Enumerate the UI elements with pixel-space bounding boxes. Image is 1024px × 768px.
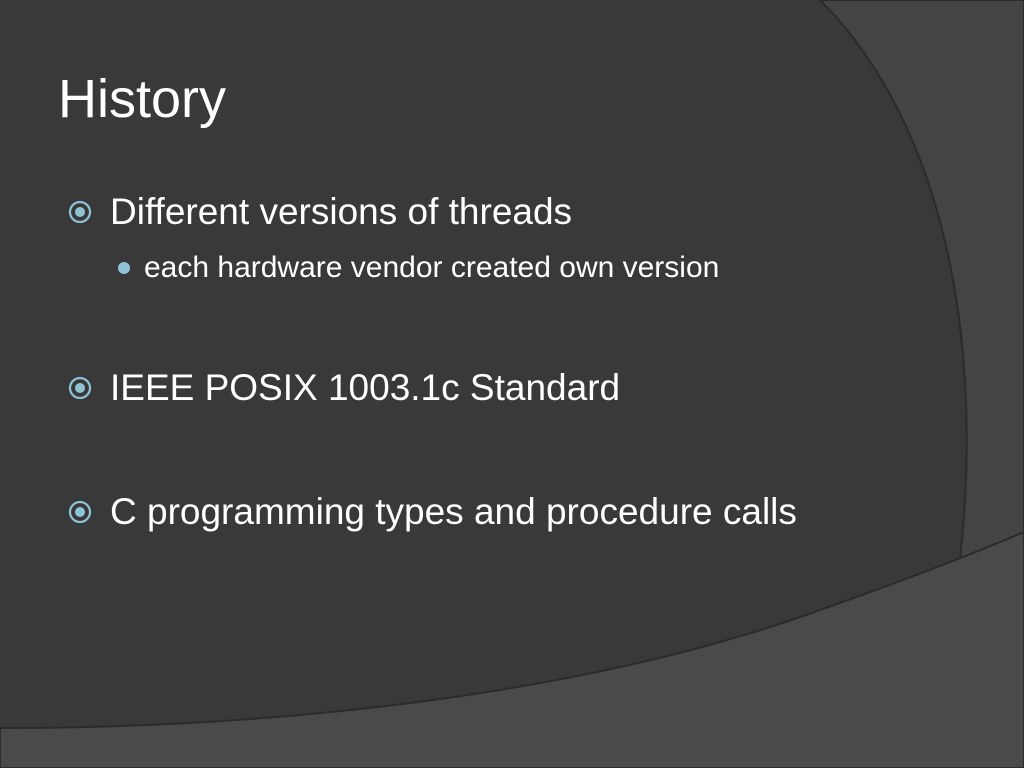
bullet-item-1: Different versions of threads xyxy=(110,191,573,232)
bottom-swoosh-shape xyxy=(0,530,1024,768)
circled-dot-bullet-icon xyxy=(68,200,92,224)
circled-dot-bullet-icon xyxy=(68,500,92,524)
bullet-item-3: C programming types and procedure calls xyxy=(110,491,797,532)
dot-bullet-icon xyxy=(118,262,130,274)
slide-title: History xyxy=(58,69,227,129)
circled-dot-bullet-icon xyxy=(68,376,92,400)
sub-bullet-item-1: each hardware vendor created own version xyxy=(144,251,720,284)
bullet-item-2: IEEE POSIX 1003.1c Standard xyxy=(110,367,621,408)
